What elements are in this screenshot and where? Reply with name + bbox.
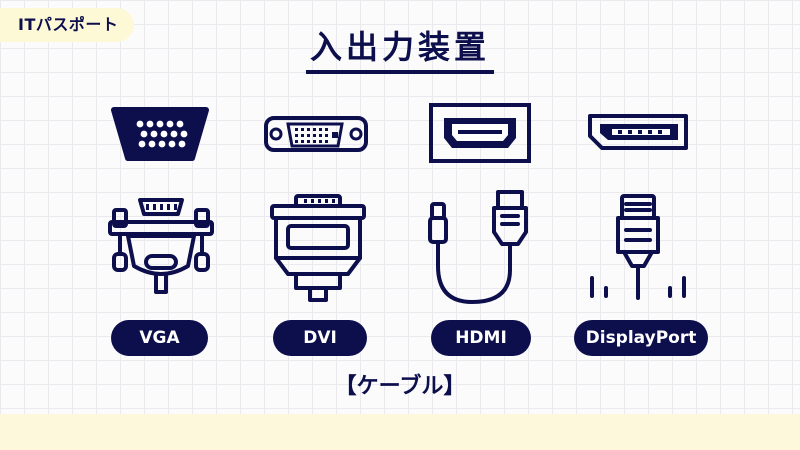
- displayport-cable-icon: [590, 194, 686, 300]
- displayport-port-icon: [588, 114, 688, 150]
- page-title-text: 入出力装置: [305, 22, 494, 74]
- label-displayport: DisplayPort: [574, 320, 708, 356]
- label-hdmi: HDMI: [431, 320, 531, 356]
- page-title: 入出力装置: [0, 22, 800, 74]
- cable-caption: 【ケーブル】: [334, 374, 466, 399]
- dvi-cable-icon: [270, 194, 366, 302]
- hdmi-port-icon: [429, 103, 531, 163]
- dvi-port-icon: [264, 116, 368, 152]
- brand-badge: ITパスポート: [0, 8, 135, 42]
- label-dvi: DVI: [273, 320, 367, 356]
- label-vga: VGA: [111, 320, 208, 356]
- vga-port-icon: [111, 107, 209, 161]
- vga-cable-icon: [108, 198, 214, 294]
- hdmi-cable-icon: [428, 190, 528, 304]
- bottom-band: [0, 414, 800, 450]
